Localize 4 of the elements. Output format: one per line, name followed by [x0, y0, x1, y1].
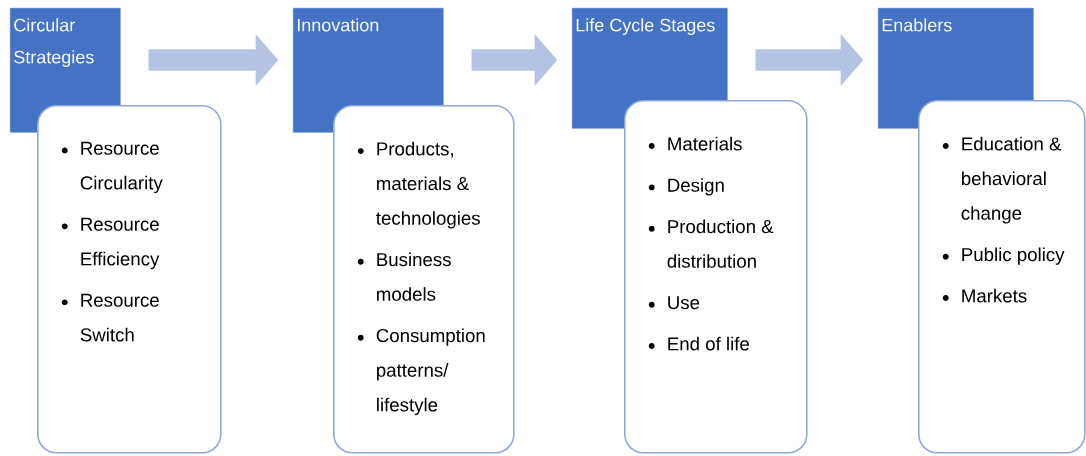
list-box: Resource Circularity Resource Efficiency Resource Switch	[37, 105, 222, 454]
list-box: Education & behavioral change Public policy Markets	[918, 100, 1086, 454]
list-box: Products, materials & technologies Business models Consumption patterns/ lifestyle	[333, 105, 515, 454]
list-box: Materials Design Production & distribution Use End of life	[624, 100, 808, 454]
